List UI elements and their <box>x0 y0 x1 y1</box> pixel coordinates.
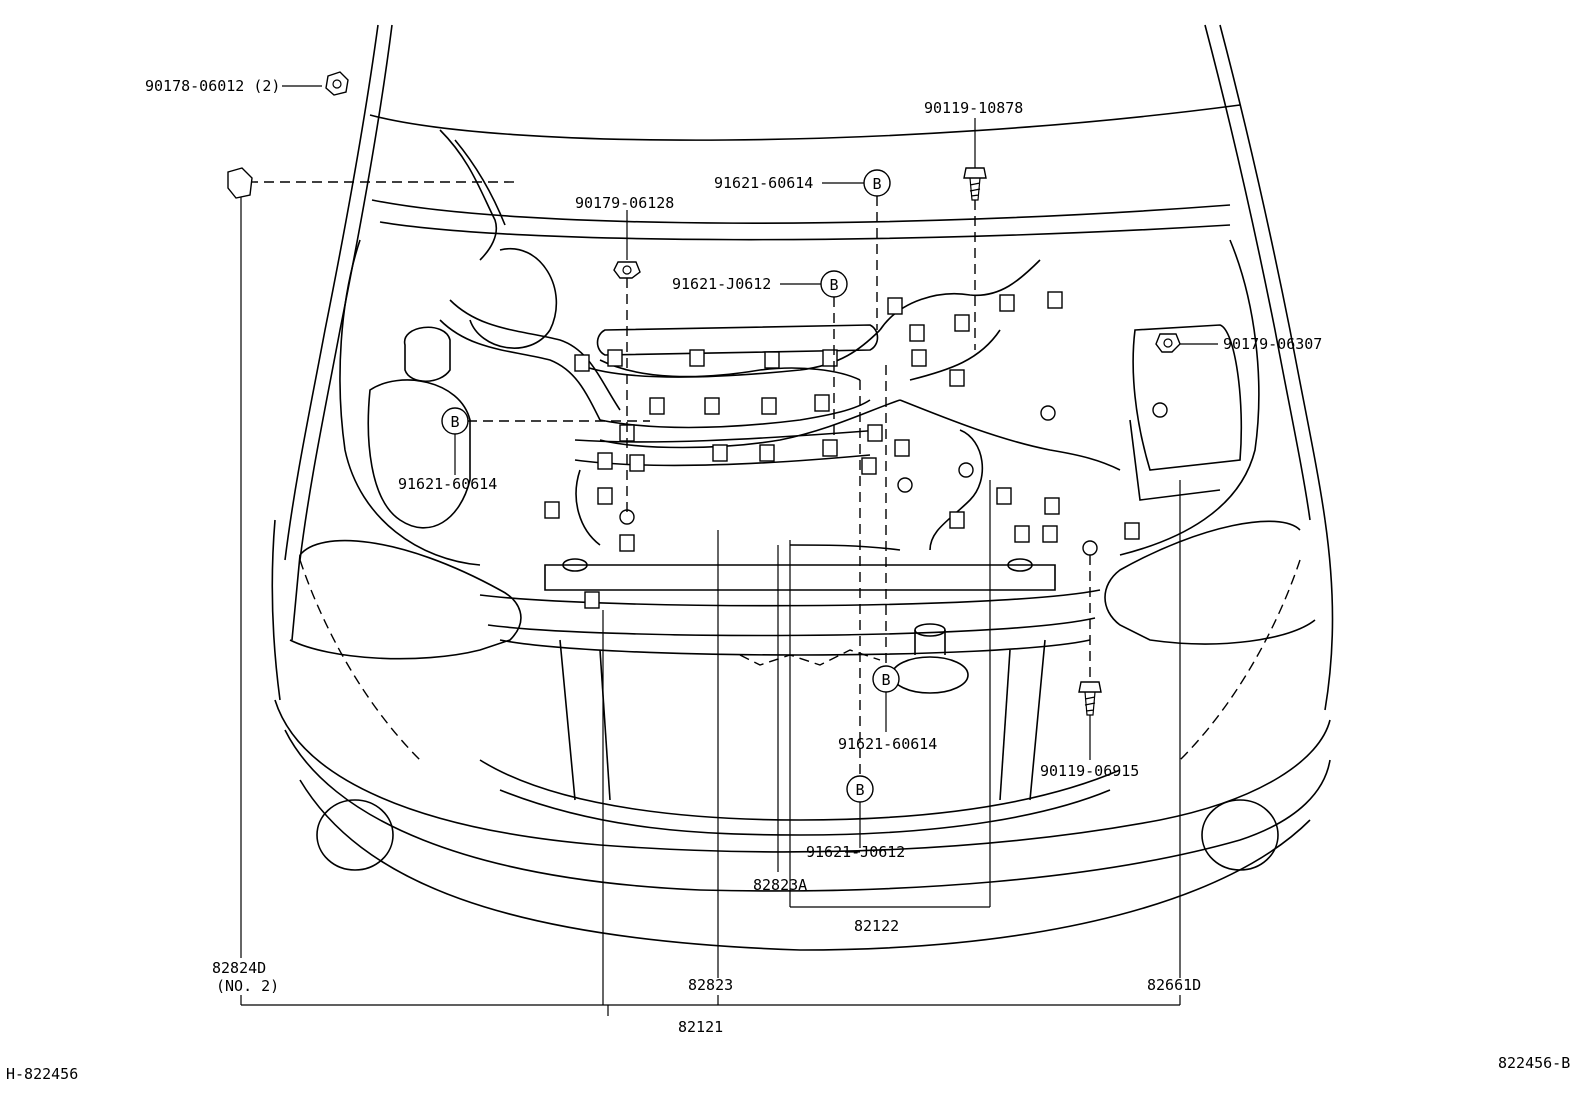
harness-connector <box>911 349 927 367</box>
harness-connector <box>822 439 838 457</box>
harness-connector <box>1047 291 1063 309</box>
harness-connector <box>949 511 965 529</box>
ground-terminal <box>958 462 974 478</box>
harness-connector <box>689 349 705 367</box>
nut-90178-icon <box>325 71 349 96</box>
harness-connector <box>597 487 613 505</box>
label-82823A: 82823A <box>753 876 807 894</box>
harness-connector <box>761 397 777 415</box>
diagram-code-right: 822456-B <box>1498 1054 1570 1072</box>
harness-connector <box>949 369 965 387</box>
label-82121: 82121 <box>678 1018 723 1036</box>
harness-connector <box>996 487 1012 505</box>
label-91621-60614-mid: 91621-60614 <box>838 735 937 753</box>
part-labels: 90178-06012 (2) 90119-10878 91621-60614 … <box>145 77 1322 1036</box>
harness-connector <box>822 349 838 367</box>
engine-components <box>367 129 1243 694</box>
harness-connector <box>629 454 645 472</box>
fasteners <box>227 71 1181 716</box>
harness-connector <box>894 439 910 457</box>
label-90179-06307: 90179-06307 <box>1223 335 1322 353</box>
harness-connector <box>574 354 590 372</box>
label-91621-J0612-bottom: 91621-J0612 <box>806 843 905 861</box>
svg-text:B: B <box>829 276 838 294</box>
harness-connector <box>954 314 970 332</box>
harness-connector <box>1042 525 1058 543</box>
leader-lines <box>240 85 1218 1016</box>
nut-90179-06128-icon <box>613 261 641 279</box>
ground-terminal <box>1082 540 1098 556</box>
label-82661D: 82661D <box>1147 976 1201 994</box>
harness-connector <box>909 324 925 342</box>
harness-connector <box>867 424 883 442</box>
label-82824D-sub: (NO. 2) <box>216 977 279 995</box>
ground-terminal <box>897 477 913 493</box>
harness-connector <box>704 397 720 415</box>
label-90119-10878: 90119-10878 <box>924 99 1023 117</box>
harness-connector <box>584 591 600 609</box>
harness-connector <box>759 444 775 462</box>
svg-text:B: B <box>872 175 881 193</box>
harness-connector <box>764 351 780 369</box>
bolt-90119-10878-icon <box>963 167 987 201</box>
harness-connector <box>597 452 613 470</box>
diagram-code-left: H-822456 <box>6 1065 78 1083</box>
harness-connector <box>712 444 728 462</box>
clip-b-top: B <box>863 169 891 197</box>
harness-connector <box>607 349 623 367</box>
clip-b-left: B <box>441 407 469 435</box>
ground-terminal <box>1152 402 1168 418</box>
label-82824D: 82824D <box>212 959 266 977</box>
bolt-90119-06915-icon <box>1078 681 1102 716</box>
svg-text:B: B <box>855 781 864 799</box>
connectors <box>544 291 1168 609</box>
clip-82824d-icon <box>227 167 253 199</box>
clip-b-symbols: B B B B B <box>441 169 900 803</box>
svg-text:B: B <box>881 671 890 689</box>
harness-connector <box>1124 522 1140 540</box>
harness-connector <box>861 457 877 475</box>
harness-connector <box>1014 525 1030 543</box>
label-91621-60614-left: 91621-60614 <box>398 475 497 493</box>
svg-text:B: B <box>450 413 459 431</box>
label-82823: 82823 <box>688 976 733 994</box>
clip-b-middle: B <box>872 665 900 693</box>
vehicle-body-outline <box>271 24 1334 951</box>
clip-b-upper: B <box>820 270 848 298</box>
label-90119-06915: 90119-06915 <box>1040 762 1139 780</box>
harness-connector <box>649 397 665 415</box>
clip-b-bottom: B <box>846 775 874 803</box>
label-90178-06012: 90178-06012 (2) <box>145 77 280 95</box>
harness-connector <box>1044 497 1060 515</box>
harness-connector <box>814 394 830 412</box>
nut-90179-06307-icon <box>1155 333 1181 353</box>
label-91621-J0612-top: 91621-J0612 <box>672 275 771 293</box>
ground-terminal <box>1040 405 1056 421</box>
harness-connector <box>999 294 1015 312</box>
ground-terminal <box>619 509 635 525</box>
harness-connector <box>887 297 903 315</box>
label-90179-06128: 90179-06128 <box>575 194 674 212</box>
label-91621-60614-top: 91621-60614 <box>714 174 813 192</box>
label-82122: 82122 <box>854 917 899 935</box>
harness-connector <box>544 501 560 519</box>
harness-connector <box>619 534 635 552</box>
